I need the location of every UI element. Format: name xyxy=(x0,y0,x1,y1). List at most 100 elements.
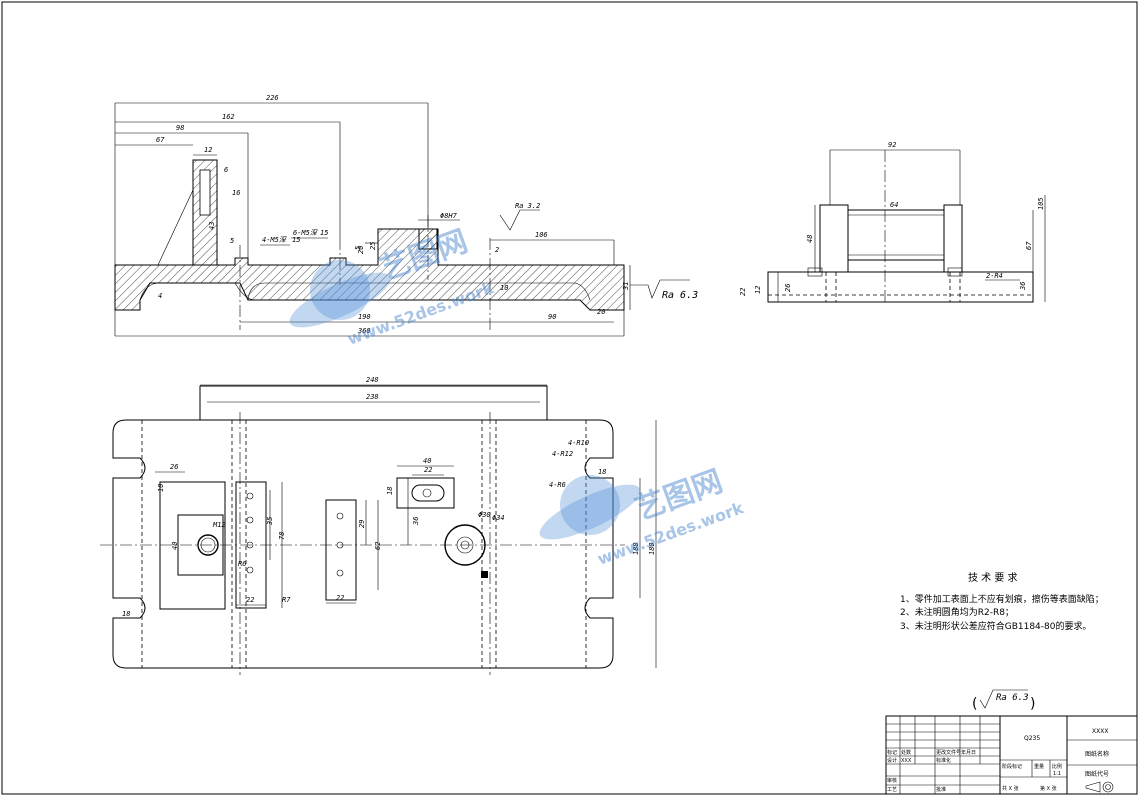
top-dim-phi30: Φ30 xyxy=(478,511,491,519)
svg-text:更改文件号: 更改文件号 xyxy=(936,749,961,756)
svg-text:重量: 重量 xyxy=(1034,763,1044,770)
dim-106: 106 xyxy=(535,231,548,239)
top-dim-r6b: 4-R6 xyxy=(549,481,566,489)
dim-98: 98 xyxy=(176,124,184,132)
svg-text:处数: 处数 xyxy=(901,749,911,756)
svg-text:阶段标记: 阶段标记 xyxy=(1002,763,1022,770)
projection-symbol-icon xyxy=(1085,781,1114,793)
side-dim-2r4: 2-R4 xyxy=(986,272,1003,280)
dim-5x: 5 xyxy=(354,246,362,250)
svg-text:标记: 标记 xyxy=(887,749,897,756)
top-view: 248 238 26 10 40 18 M12 R6 35 78 22 R7 2… xyxy=(100,376,657,675)
top-dim-36: 36 xyxy=(412,517,420,526)
top-dim-10: 10 xyxy=(157,484,165,492)
top-dim-62: 62 xyxy=(374,542,382,550)
dim-162: 162 xyxy=(222,113,235,121)
dim-90: 90 xyxy=(548,313,556,321)
top-dim-r7: R7 xyxy=(282,596,291,604)
top-dim-18b: 18 xyxy=(386,487,394,495)
top-dim-40b: 40 xyxy=(423,457,431,465)
dim-15b: 15 xyxy=(320,229,328,237)
top-dim-22b: 22 xyxy=(336,594,344,602)
svg-text:XXX: XXX xyxy=(901,758,912,764)
svg-text:年月日: 年月日 xyxy=(961,749,976,756)
top-dim-22a: 22 xyxy=(246,596,254,604)
dim-190: 190 xyxy=(358,313,371,321)
svg-text:设计: 设计 xyxy=(887,757,897,764)
top-dim-180: 180 xyxy=(632,542,640,555)
top-dim-m12: M12 xyxy=(212,521,226,529)
tech-item-3: 3、未注明形状公差应符合GB1184-80的要求。 xyxy=(900,620,1091,632)
dim-phi8h7: Φ8H7 xyxy=(440,212,458,220)
side-dim-22: 22 xyxy=(739,288,747,296)
top-dim-238: 238 xyxy=(366,393,379,401)
roughness-ra32: Ra 3.2 xyxy=(515,202,540,210)
tech-requirements: 技 术 要 求 1、零件加工表面上不应有划痕，擦伤等表面缺陷； 2、未注明圆角均… xyxy=(900,571,1104,632)
front-section-view: 226 162 98 67 12 6 16 43 5 4-M5深 15 6-M5… xyxy=(114,94,698,337)
general-roughness: ( Ra 6.3 ) xyxy=(972,689,1035,712)
svg-text:审核: 审核 xyxy=(887,777,897,784)
tech-item-2: 2、未注明圆角均为R2-R8； xyxy=(900,606,1014,618)
top-dim-180b: 180 xyxy=(648,542,656,555)
side-dim-67: 67 xyxy=(1025,241,1033,250)
dim-15a: 15 xyxy=(292,236,300,244)
dim-226: 226 xyxy=(266,94,279,102)
roughness-side: Ra 6.3 xyxy=(662,290,698,301)
drawing-name: 图纸名称 xyxy=(1085,750,1109,758)
drawing-code: 图纸代号 xyxy=(1085,770,1109,778)
tech-title: 技 术 要 求 xyxy=(968,571,1018,584)
dim-31: 31 xyxy=(622,282,630,291)
top-dim-22d: 22 xyxy=(424,466,432,474)
dim-25: 25 xyxy=(369,242,377,250)
top-dim-r6: R6 xyxy=(238,560,246,568)
top-dim-248: 248 xyxy=(366,376,379,384)
dim-r10: 10 xyxy=(500,284,508,292)
dim-6-m5: 6-M5深 xyxy=(293,229,318,237)
side-dim-105: 105 xyxy=(1037,197,1045,210)
svg-text:第 X 张: 第 X 张 xyxy=(1040,785,1057,792)
dim-20: 20 xyxy=(357,246,365,254)
side-dim-64: 64 xyxy=(890,201,898,209)
dim-4-m5: 4-M5深 xyxy=(262,236,287,244)
side-dim-48: 48 xyxy=(806,235,814,243)
top-dim-18c: 18 xyxy=(598,468,606,476)
dim-43: 43 xyxy=(208,222,216,230)
dim-67: 67 xyxy=(156,136,165,144)
dim-6: 6 xyxy=(224,166,228,174)
svg-text:共 X 张: 共 X 张 xyxy=(1002,785,1019,792)
svg-text:1:1: 1:1 xyxy=(1053,771,1061,777)
tech-item-1: 1、零件加工表面上不应有划痕，擦伤等表面缺陷； xyxy=(900,593,1104,605)
side-dim-26: 26 xyxy=(784,284,792,292)
dim-20b: 20 xyxy=(597,308,605,316)
company: XXXX xyxy=(1092,728,1108,735)
general-roughness-value: Ra 6.3 xyxy=(996,693,1029,703)
svg-text:比例: 比例 xyxy=(1052,763,1062,770)
svg-text:(: ( xyxy=(972,696,977,712)
side-view: 92 64 48 105 67 2-R4 36 26 22 12 xyxy=(739,141,1046,305)
top-dim-18: 18 xyxy=(122,610,130,618)
top-dim-26: 26 xyxy=(170,463,178,471)
top-dim-35: 35 xyxy=(266,517,274,526)
top-outline xyxy=(112,419,614,669)
top-dim-29: 29 xyxy=(358,520,366,528)
side-dim-36: 36 xyxy=(1019,282,1027,291)
svg-text:标准化: 标准化 xyxy=(936,757,951,764)
dim-4: 4 xyxy=(158,292,162,300)
side-dim-12: 12 xyxy=(754,286,762,294)
dim-360: 360 xyxy=(357,327,371,335)
top-dim-78: 78 xyxy=(278,532,286,540)
material: Q235 xyxy=(1024,735,1040,742)
dim-16: 16 xyxy=(232,189,240,197)
svg-text:批准: 批准 xyxy=(936,786,946,793)
dim-5: 5 xyxy=(230,237,234,245)
top-dim-r10: 4-R10 xyxy=(568,439,589,447)
svg-text:): ) xyxy=(1030,696,1035,712)
top-dim-phi34: Φ34 xyxy=(492,514,505,522)
top-dim-40: 40 xyxy=(171,542,179,550)
front-hatched-body xyxy=(114,228,625,311)
top-dim-r12: 4-R12 xyxy=(552,450,573,458)
dim-12: 12 xyxy=(204,146,212,154)
svg-text:工艺: 工艺 xyxy=(887,787,897,793)
